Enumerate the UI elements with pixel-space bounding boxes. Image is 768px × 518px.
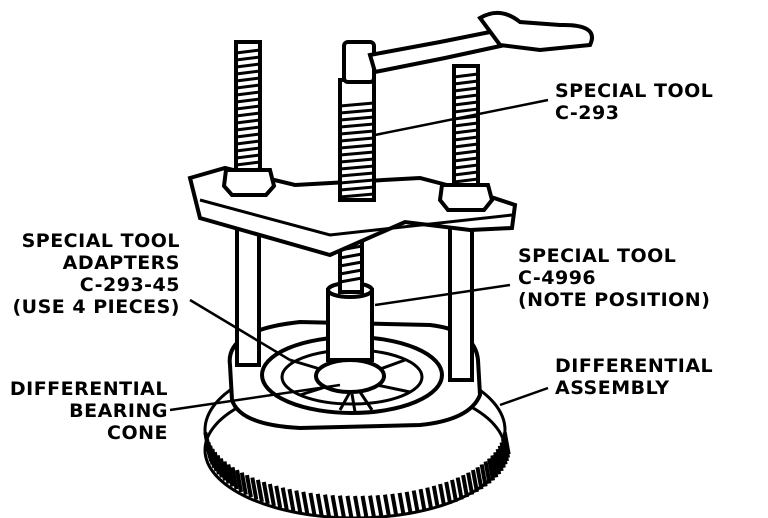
label-assembly-line1: DIFFERENTIAL <box>555 355 714 377</box>
label-special-tool-c4996: SPECIAL TOOL C-4996 (NOTE POSITION) <box>518 245 710 311</box>
label-adapters-line1: SPECIAL TOOL <box>21 230 180 252</box>
label-adapters-line3: C-293-45 <box>79 274 180 296</box>
label-bearing-line3: CONE <box>107 422 168 444</box>
label-adapters-line2: ADAPTERS <box>62 252 180 274</box>
stud-nuts <box>221 168 495 212</box>
label-bearing-line1: DIFFERENTIAL <box>9 378 168 400</box>
label-differential-assembly: DIFFERENTIAL ASSEMBLY <box>555 355 713 399</box>
label-bearing-line2: BEARING <box>69 400 168 422</box>
puller-posts <box>235 208 474 382</box>
label-c4996-line3: (NOTE POSITION) <box>518 289 711 311</box>
label-c293-line1: SPECIAL TOOL <box>555 80 714 102</box>
tool-c293-handle <box>342 10 594 84</box>
label-special-tool-adapters: SPECIAL TOOL ADAPTERS C-293-45 (USE 4 PI… <box>13 230 181 318</box>
label-adapters-line4: (USE 4 PIECES) <box>12 296 180 318</box>
label-c293-line2: C-293 <box>555 102 620 124</box>
label-c4996-line2: C-4996 <box>518 267 597 289</box>
tool-c4996 <box>326 238 374 362</box>
label-differential-bearing-cone: DIFFERENTIAL BEARING CONE <box>10 378 168 444</box>
label-c4996-line1: SPECIAL TOOL <box>518 245 677 267</box>
label-special-tool-c293: SPECIAL TOOL C-293 <box>555 80 713 124</box>
leader-lines <box>169 98 549 412</box>
ring-gear-teeth <box>203 431 511 518</box>
label-assembly-line2: ASSEMBLY <box>555 377 670 399</box>
